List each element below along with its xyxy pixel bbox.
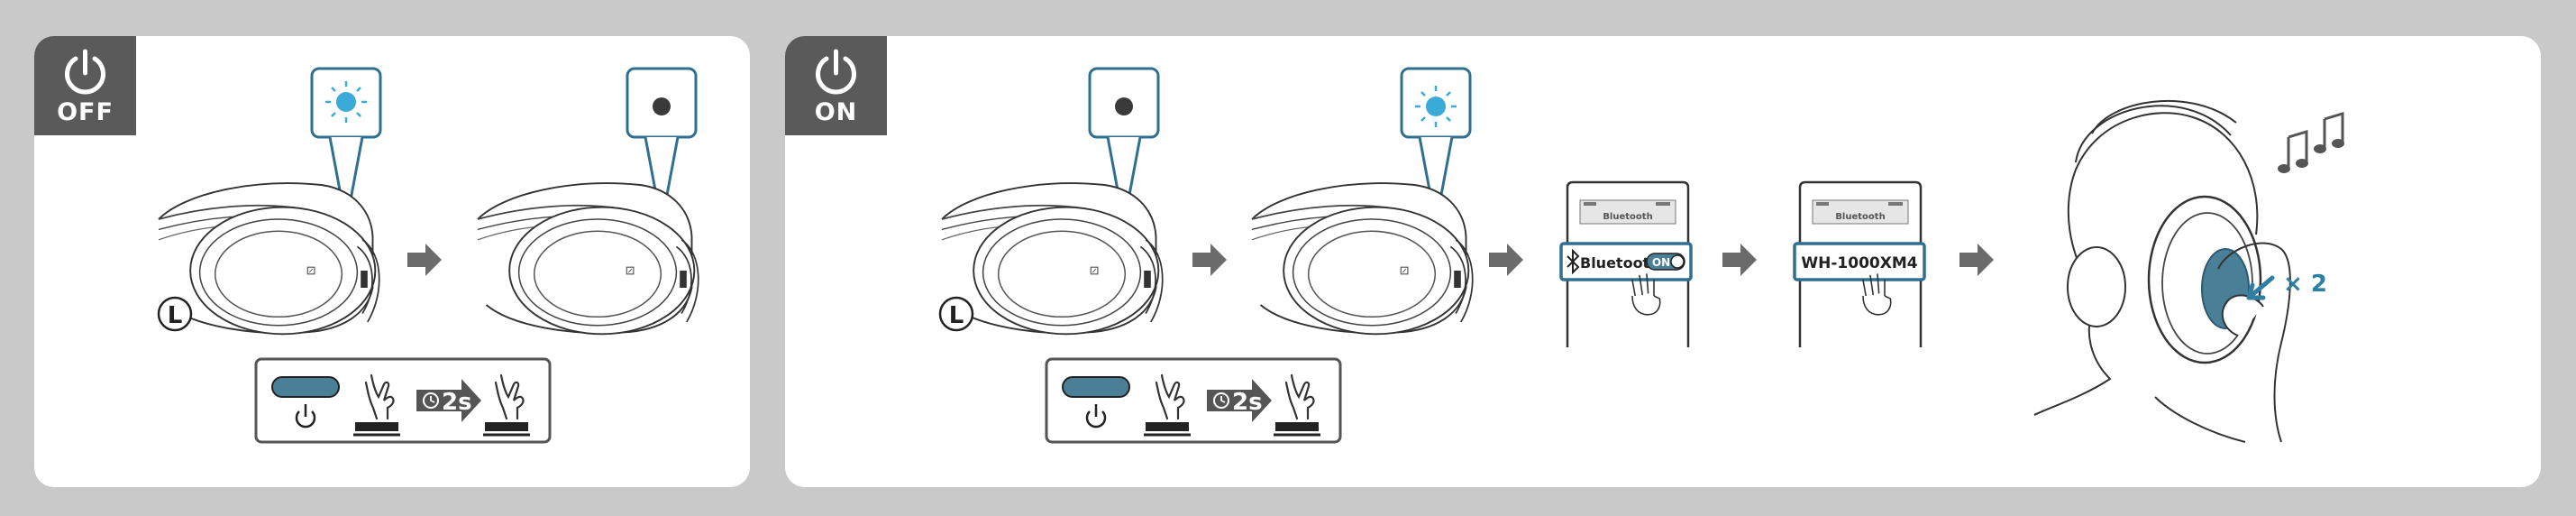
- music-note-icon: [2278, 111, 2344, 173]
- phone-bluetooth-settings: Bluetooth Bluetooth ON: [1559, 180, 1693, 347]
- arrow-right-icon: [1959, 244, 1994, 276]
- power-off-badge: OFF: [34, 36, 136, 135]
- led-off-icon: [626, 67, 698, 225]
- bluetooth-toggle[interactable]: ON: [1646, 253, 1685, 271]
- svg-text:2s: 2s: [1232, 389, 1263, 416]
- left-side-marker: L: [938, 296, 974, 332]
- arrow-right-icon: [1722, 244, 1757, 276]
- power-instruction-box: 2s: [254, 357, 552, 444]
- power-off-label: OFF: [57, 98, 114, 126]
- led-off-icon: [1088, 67, 1160, 225]
- svg-text:2s: 2s: [442, 389, 472, 416]
- power-on-label: ON: [814, 98, 858, 126]
- arrow-right-icon: [1489, 244, 1523, 276]
- power-on-panel: ON L: [785, 36, 2541, 487]
- svg-text:L: L: [168, 302, 183, 329]
- power-icon: [295, 404, 316, 428]
- arrow-right-icon: [1192, 244, 1227, 276]
- tap-arrow-icon: [2246, 275, 2275, 300]
- headphone-earcup: [1251, 182, 1474, 336]
- svg-text:L: L: [949, 302, 964, 329]
- power-instruction-box: 2s: [1045, 357, 1342, 444]
- headphone-earcup: [477, 182, 699, 336]
- person-with-headphones: [2033, 100, 2291, 443]
- phone-device-list: Bluetooth WH-1000XM4: [1793, 180, 1926, 347]
- power-icon: [816, 49, 856, 95]
- power-on-badge: ON: [785, 36, 887, 135]
- power-on-illustration: L 2s: [938, 67, 2344, 444]
- headphone-earcup: [941, 182, 1164, 336]
- svg-text:Bluetooth: Bluetooth: [1580, 254, 1660, 272]
- arrow-right-icon: [407, 244, 442, 276]
- svg-text:ON: ON: [1652, 256, 1670, 269]
- led-blue-blink-icon: [1400, 67, 1472, 225]
- power-off-illustration: L 2s: [157, 67, 699, 444]
- timer-icon: 2s: [416, 379, 481, 422]
- tap-count: × 2: [2283, 271, 2327, 298]
- svg-text:Bluetooth: Bluetooth: [1835, 212, 1885, 222]
- bluetooth-icon: [1567, 248, 1580, 275]
- svg-text:Bluetooth: Bluetooth: [1603, 212, 1652, 222]
- svg-text:WH-1000XM4: WH-1000XM4: [1801, 254, 1917, 272]
- left-side-marker: L: [157, 296, 193, 332]
- power-icon: [65, 49, 105, 95]
- power-off-panel: OFF L: [34, 36, 750, 487]
- timer-icon: 2s: [1207, 379, 1272, 422]
- power-icon: [1085, 404, 1107, 428]
